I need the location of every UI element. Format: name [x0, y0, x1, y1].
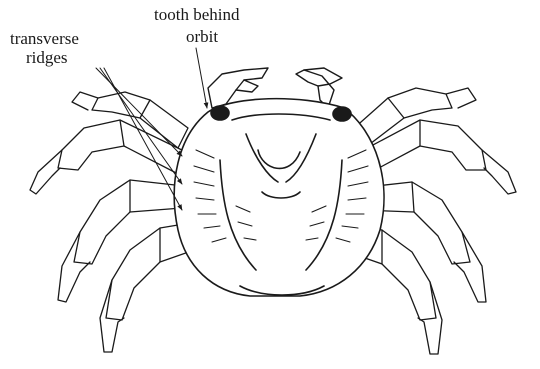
left-legs [30, 92, 200, 352]
label-transverse-ridges-line2: ridges [26, 48, 68, 67]
label-tooth-behind-orbit-line2: orbit [186, 27, 218, 46]
label-transverse-ridges-line1: transverse [10, 29, 79, 48]
label-tooth-behind-orbit-line1: tooth behind [154, 5, 240, 24]
carapace [174, 99, 384, 296]
left-eye-icon [211, 106, 229, 120]
right-eye-icon [333, 107, 351, 121]
leader-tooth-orbit [196, 48, 207, 108]
